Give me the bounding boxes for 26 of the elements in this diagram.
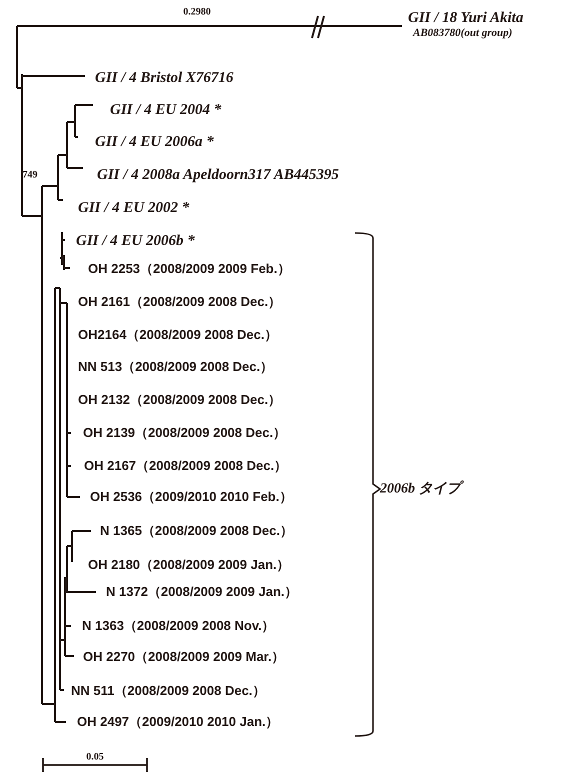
accession-label: AB083780(out group): [413, 26, 512, 40]
strain-label: N 1372（2008/2009 2009 Jan.）: [106, 584, 298, 600]
strain-label: OH2164（2008/2009 2008 Dec.）: [78, 328, 278, 342]
taxon-label: GII / 4 EU 2004 *: [110, 102, 222, 118]
strain-label: OH 2180（2008/2009 2009 Jan.）: [88, 558, 290, 572]
strain-label: OH 2536（2009/2010 2010 Feb.）: [90, 490, 292, 504]
scale-bar-label: 0.05: [86, 752, 104, 762]
strain-label: OH 2139（2008/2009 2008 Dec.）: [83, 426, 286, 440]
strain-label: OH 2270（2008/2009 2009 Mar.）: [83, 650, 285, 664]
taxon-label: GII / 4 2008a Apeldoorn317 AB445395: [97, 166, 339, 184]
taxon-label: GII / 4 EU 2006a *: [95, 134, 214, 150]
taxon-label: GII / 4 EU 2002 *: [78, 200, 190, 216]
strain-label: OH 2497（2009/2010 2010 Jan.）: [77, 714, 279, 730]
strain-label: NN 511（2008/2009 2008 Dec.）: [71, 684, 266, 698]
strain-label: NN 513（2008/2009 2008 Dec.）: [78, 360, 274, 374]
strain-label: N 1363（2008/2009 2008 Nov.）: [82, 618, 275, 634]
strain-label: OH 2253（2008/2009 2009 Feb.）: [88, 262, 290, 276]
strain-label: OH 2167（2008/2009 2008 Dec.）: [84, 458, 288, 474]
strain-label: OH 2132（2008/2009 2008 Dec.）: [78, 392, 282, 408]
strain-label: OH 2161（2008/2009 2008 Dec.）: [78, 294, 282, 310]
branch-length-label: 0.2980: [183, 6, 211, 18]
taxon-label: GII / 4 EU 2006b *: [76, 232, 195, 250]
strain-label: N 1365（2008/2009 2008 Dec.）: [100, 524, 293, 538]
taxon-label: GII / 4 Bristol X76716: [95, 70, 234, 86]
taxon-label: GII / 18 Yuri Akita: [408, 10, 524, 26]
bootstrap-value: 749: [22, 170, 38, 180]
